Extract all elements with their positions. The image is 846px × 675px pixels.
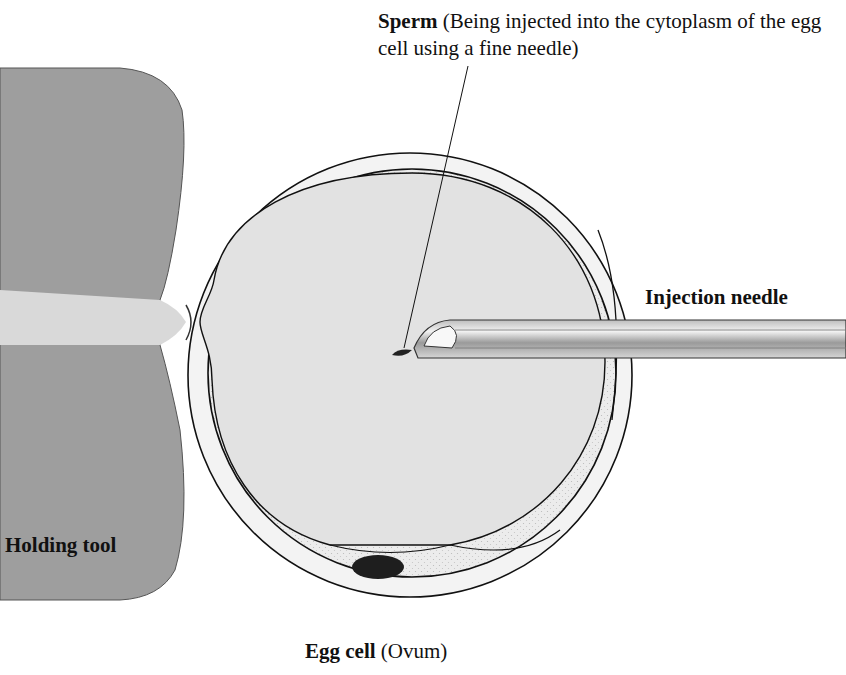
leader-line (404, 66, 468, 348)
part-name: Injection needle (645, 285, 788, 309)
needle-bore (455, 330, 846, 331)
sperm-label: Sperm (Being injected into the cytoplasm… (378, 8, 844, 62)
injection-needle (414, 320, 846, 358)
part-name: Holding tool (5, 533, 116, 557)
needle-bore (455, 348, 846, 349)
sperm (392, 350, 412, 356)
note: (Being injected into the cytoplasm of th… (378, 9, 821, 60)
holding-label: Holding tool (5, 532, 116, 559)
needle-tip-opening (424, 326, 457, 348)
egg-label: Egg cell (Ovum) (305, 638, 447, 665)
needle-label: Injection needle (645, 284, 788, 311)
part-name: Sperm (378, 9, 438, 33)
holding-channel (0, 290, 186, 345)
polar-body (352, 555, 404, 579)
perivitelline-line (330, 530, 560, 553)
egg-membrane (200, 173, 605, 545)
zona-outer (188, 153, 632, 597)
holding-tip (186, 305, 191, 340)
part-name: (Ovum) (381, 639, 448, 663)
part-name: Egg cell (305, 639, 376, 663)
